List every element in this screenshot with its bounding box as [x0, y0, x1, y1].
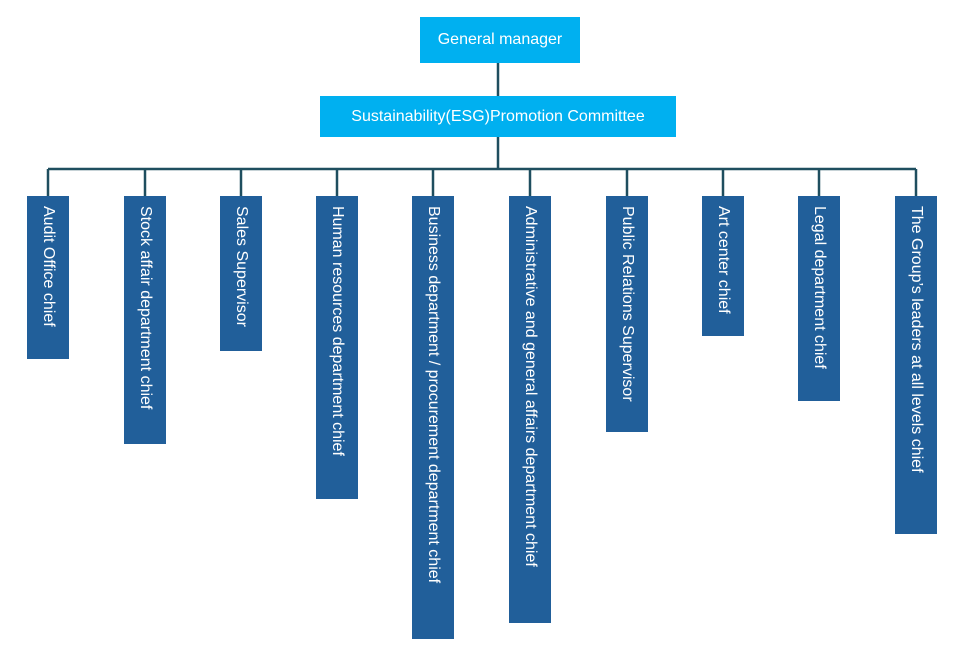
department-box-stock-affair: Stock affair department chief	[124, 196, 166, 444]
general-manager-label: General manager	[437, 31, 563, 48]
department-label: The Group’s leaders at all levels chief	[908, 206, 925, 473]
department-box-legal: Legal department chief	[798, 196, 840, 401]
department-box-human-resources: Human resources department chief	[316, 196, 358, 499]
department-box-public-relations: Public Relations Supervisor	[606, 196, 648, 432]
department-box-sales-supervisor: Sales Supervisor	[220, 196, 262, 351]
department-label: Legal department chief	[811, 206, 828, 369]
department-box-group-leaders: The Group’s leaders at all levels chief	[895, 196, 937, 534]
department-label: Stock affair department chief	[137, 206, 154, 410]
general-manager-box: General manager	[420, 17, 580, 63]
department-box-business-procurement: Business department / procurement depart…	[412, 196, 454, 639]
department-label: Audit Office chief	[40, 206, 57, 327]
department-box-audit-office: Audit Office chief	[27, 196, 69, 359]
esg-committee-label: Sustainability(ESG)Promotion Committee	[351, 107, 645, 125]
department-box-art-center: Art center chief	[702, 196, 744, 336]
department-box-administrative-general-affairs: Administrative and general affairs depar…	[509, 196, 551, 623]
department-label: Human resources department chief	[329, 206, 346, 456]
department-label: Sales Supervisor	[233, 206, 250, 327]
department-label: Art center chief	[715, 206, 732, 314]
department-label: Business department / procurement depart…	[425, 206, 442, 584]
department-label: Administrative and general affairs depar…	[522, 206, 539, 567]
esg-committee-box: Sustainability(ESG)Promotion Committee	[320, 96, 676, 137]
department-label: Public Relations Supervisor	[619, 206, 636, 402]
